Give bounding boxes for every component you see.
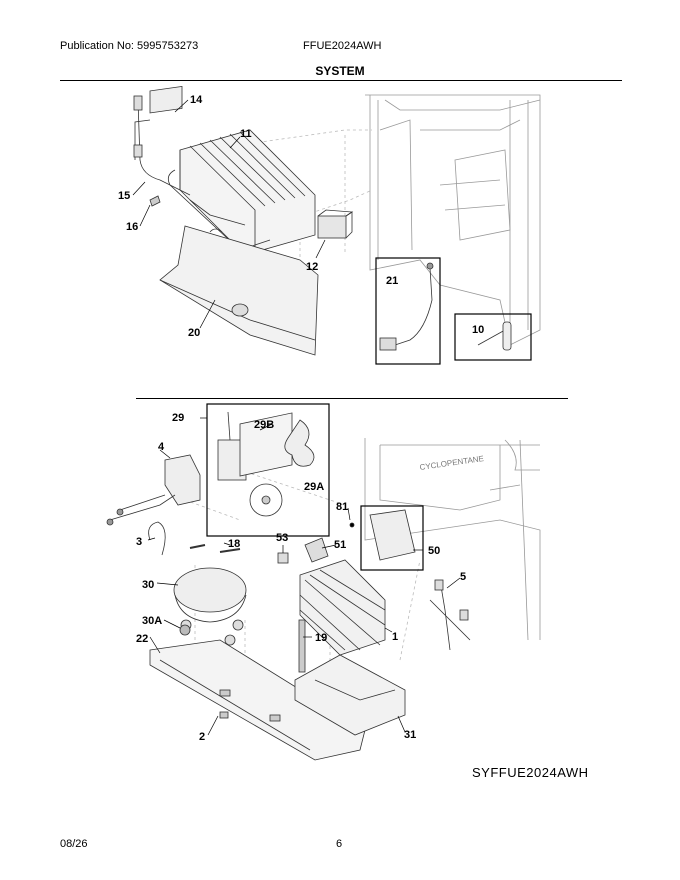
callout-22: 22 <box>136 633 148 645</box>
sensor-inset-box <box>375 257 441 365</box>
cabinet-label: CYCLOPENTANE <box>419 454 484 472</box>
wire-harness <box>133 95 191 196</box>
callout-3: 3 <box>136 536 142 548</box>
footer-date: 08/26 <box>60 838 88 850</box>
callout-29b: 29B <box>254 419 274 431</box>
tubing-loop <box>148 521 166 556</box>
callout-12: 12 <box>306 261 318 273</box>
wire-harness-5 <box>429 579 471 651</box>
callout-2: 2 <box>199 731 205 743</box>
control-board-box <box>360 505 424 571</box>
callout-14: 14 <box>190 94 203 106</box>
model-number: FFUE2024AWH <box>303 40 382 52</box>
callout-16: 16 <box>126 221 138 233</box>
valve-part <box>304 537 329 563</box>
tubing-pieces <box>189 544 241 553</box>
small-part-53 <box>277 552 289 564</box>
relay-overload <box>106 454 201 526</box>
condenser-fan-box <box>206 403 330 537</box>
drain-pan <box>294 654 406 736</box>
callout-20: 20 <box>188 327 200 339</box>
title-rule <box>60 80 622 81</box>
callout-15: 15 <box>118 190 130 202</box>
callout-50: 50 <box>428 545 440 557</box>
callout-11: 11 <box>240 128 252 140</box>
duct-cover <box>159 225 319 356</box>
callout-1: 1 <box>392 631 398 643</box>
section-title: SYSTEM <box>315 64 365 78</box>
callout-18: 18 <box>228 538 240 550</box>
callout-21: 21 <box>386 275 398 287</box>
callout-53: 53 <box>276 532 288 544</box>
callout-30a: 30A <box>142 615 162 627</box>
diagram-reference: SYFFUE2024AWH <box>472 765 589 780</box>
drier-inset-box <box>454 313 532 361</box>
heater-tube <box>298 619 306 673</box>
callout-81: 81 <box>336 501 348 513</box>
fan-motor-part <box>317 209 354 239</box>
page-number: 6 <box>336 838 343 850</box>
section-divider <box>136 398 568 399</box>
screw-81 <box>349 522 355 528</box>
callout-10: 10 <box>472 324 484 336</box>
freezer-cabinet-outline <box>365 94 541 346</box>
callout-19: 19 <box>315 632 327 644</box>
base-pan <box>149 639 366 761</box>
callout-4: 4 <box>158 441 165 453</box>
callout-30: 30 <box>142 579 154 591</box>
condenser-coil <box>299 559 386 656</box>
callout-29: 29 <box>172 412 184 424</box>
callout-29a: 29A <box>304 481 324 493</box>
callout-51: 51 <box>334 539 346 551</box>
callout-5: 5 <box>460 571 466 583</box>
publication-number: Publication No: 5995753273 <box>60 40 199 52</box>
clip-part <box>149 195 161 207</box>
callout-31: 31 <box>404 729 416 741</box>
compressor-part <box>173 567 247 646</box>
clip-small <box>219 711 229 719</box>
